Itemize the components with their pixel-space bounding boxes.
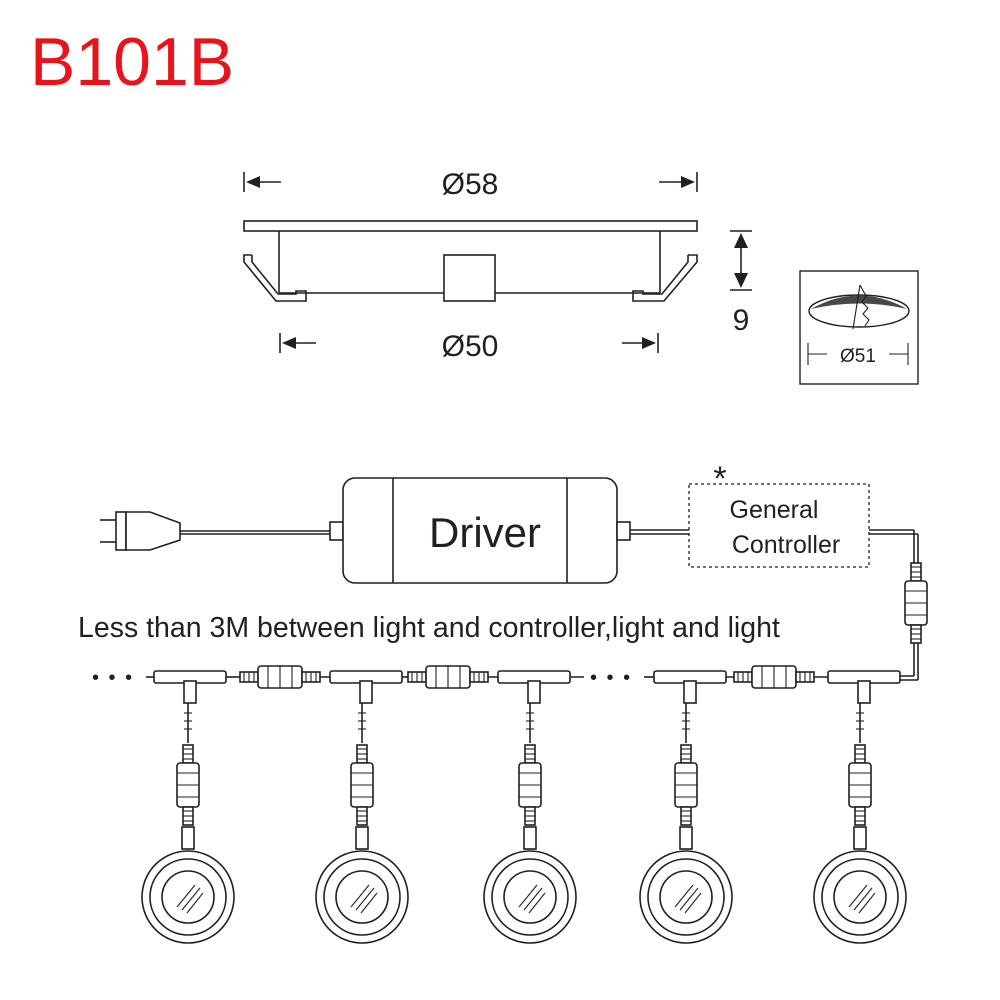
downlight-2 [316, 703, 408, 943]
inner-diameter-dimension: Ø50 [279, 330, 659, 363]
outer-diameter-label: Ø58 [442, 168, 499, 201]
cutout-inset: Ø51 [799, 270, 919, 385]
driver-box: Driver [329, 477, 631, 584]
height-dimension: 9 [730, 230, 752, 337]
downlight-1 [142, 703, 234, 943]
cutout-diameter-label: Ø51 [840, 346, 876, 367]
tee-splitter-1 [153, 670, 227, 704]
distance-note: Less than 3M between light and controlle… [78, 612, 780, 644]
tee-splitter-3 [497, 670, 571, 704]
height-label: 9 [733, 304, 750, 337]
general-controller-box: * General Controller [688, 460, 870, 568]
downlight-3 [484, 703, 576, 943]
tee-splitter-5 [827, 670, 901, 704]
controller-label-line2: Controller [732, 531, 840, 559]
tee-splitter-2 [329, 670, 403, 704]
controller-label-line1: General [730, 496, 819, 524]
side-profile-drawing [243, 220, 698, 302]
downlight-4 [640, 703, 732, 943]
tee-splitter-4 [653, 670, 727, 704]
model-title: B101B [30, 24, 234, 100]
trunk-connector-2 [407, 665, 489, 689]
inner-diameter-label: Ø50 [442, 330, 499, 363]
continuation-dots-left: • • • [92, 667, 134, 689]
power-plug [100, 511, 330, 551]
trunk-connector-3 [733, 665, 815, 689]
continuation-dots-middle: • • • [590, 667, 632, 689]
controller-output-cable [869, 529, 927, 681]
trunk-connector-1 [239, 665, 321, 689]
outer-diameter-dimension: Ø58 [243, 168, 698, 201]
downlight-5 [814, 703, 906, 943]
driver-label: Driver [429, 509, 541, 556]
